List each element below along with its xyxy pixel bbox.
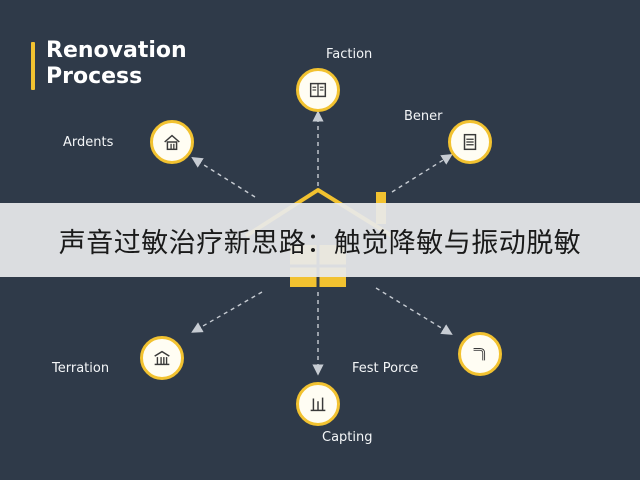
pipe-icon (473, 348, 486, 361)
node-label-fest-porce: Fest Porce (352, 361, 419, 376)
building-icon (154, 350, 170, 366)
connector-bener (391, 154, 453, 193)
node-label-faction: Faction (326, 47, 373, 62)
caption-banner: 声音过敏治疗新思路：触觉降敏与振动脱敏 (0, 203, 640, 277)
connector-terration (191, 291, 263, 333)
node-ardents (150, 120, 194, 164)
document-icon (309, 82, 327, 98)
node-label-ardents: Ardents (63, 135, 114, 150)
node-faction (296, 68, 340, 112)
node-label-capting: Capting (322, 430, 373, 445)
node-terration (140, 336, 184, 380)
node-fest-porce (458, 332, 502, 376)
tools-icon (310, 397, 326, 412)
node-capting (296, 382, 340, 426)
node-label-bener: Bener (404, 109, 443, 124)
banner-text: 声音过敏治疗新思路：触觉降敏与振动脱敏 (58, 227, 582, 259)
connector-ardents (191, 157, 256, 198)
node-bener (448, 120, 492, 164)
house-outline-icon (164, 134, 180, 151)
diagram-title: Renovation Process (46, 38, 187, 89)
node-label-terration: Terration (52, 361, 110, 376)
connector-fest-porce (375, 287, 453, 335)
list-icon (463, 133, 477, 151)
title-accent-bar (31, 42, 35, 90)
